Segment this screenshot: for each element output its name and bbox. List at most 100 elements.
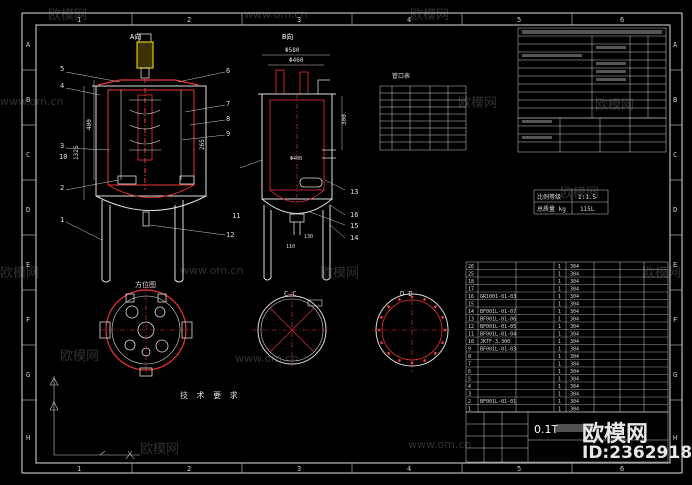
svg-text:B: B	[26, 96, 30, 104]
parts-number: 15	[468, 302, 474, 308]
parts-material: 304	[570, 279, 579, 285]
parts-material: 304	[570, 347, 579, 353]
scale-label-1: 总质量 kg	[537, 205, 566, 213]
callout: 3	[60, 142, 64, 150]
parts-material: 304	[570, 407, 579, 413]
parts-qty: 1	[558, 317, 561, 323]
parts-qty: 1	[558, 309, 561, 315]
column-labels-bottom: 1 2 3 4 5 6	[77, 465, 624, 473]
parts-qty: 1	[558, 279, 561, 285]
parts-number: 2	[468, 399, 471, 405]
parts-material: 304	[570, 294, 579, 300]
parts-material: 304	[570, 369, 579, 375]
watermark-brand: 欧模网	[410, 8, 450, 23]
watermark-site: www.om.cn	[408, 438, 472, 451]
parts-number: 25	[468, 272, 474, 278]
parts-qty: 1	[558, 384, 561, 390]
svg-text:1: 1	[77, 465, 81, 473]
dim-130: 130	[304, 234, 313, 240]
parts-material: 304	[570, 264, 579, 270]
watermark-site: www.om.cn	[0, 95, 64, 108]
callout: 15	[350, 222, 358, 230]
callout: 5	[60, 65, 64, 73]
bolt-hole	[410, 361, 414, 365]
bolt-hole	[433, 305, 437, 309]
parts-qty: 1	[558, 332, 561, 338]
parts-qty: 1	[558, 324, 561, 330]
parts-number: 5	[468, 377, 471, 383]
watermark-brand: 欧模网	[0, 266, 40, 281]
watermark-brand: 欧模网	[140, 442, 180, 457]
dim-265: 265	[199, 139, 206, 150]
watermark-brand: 欧模网	[642, 266, 682, 281]
column-markers	[131, 13, 573, 473]
design-data-fill	[522, 30, 662, 139]
nozzle-table-title: 管口表	[392, 72, 410, 80]
scale-value-0: 1:1.5	[578, 194, 596, 201]
section-d-bolt-holes	[377, 295, 447, 365]
section-c-c: C—C	[252, 290, 332, 368]
column-labels-top: 1 2 3 4 5 6	[77, 16, 624, 24]
parts-qty: 1	[558, 369, 561, 375]
svg-text:B: B	[673, 96, 677, 104]
parts-number: 6	[468, 369, 471, 375]
front-view-tank: A向 1325 400	[59, 32, 234, 283]
parts-material: 304	[570, 377, 579, 383]
parts-qty: 1	[558, 294, 561, 300]
callout: 9	[226, 130, 230, 138]
parts-number: 3	[468, 392, 471, 398]
dim-400: 400	[86, 119, 93, 130]
dim-height: 1325	[73, 145, 80, 160]
plan-label: 方位图	[135, 280, 156, 289]
parts-material: 304	[570, 392, 579, 398]
callout: 8	[226, 115, 230, 123]
bolt-hole	[433, 351, 437, 355]
callout: 1	[60, 216, 64, 224]
design-data-table	[517, 27, 667, 153]
parts-qty: 1	[558, 399, 561, 405]
svg-text:6: 6	[620, 465, 624, 473]
dim-inner-dia: Φ400	[290, 156, 302, 162]
col-label: 4	[407, 16, 411, 24]
parts-number: 26	[468, 264, 474, 270]
svg-text:D: D	[26, 206, 30, 214]
watermark-brand: 欧模网	[320, 266, 360, 281]
bolt-hole	[387, 351, 391, 355]
svg-text:F: F	[26, 316, 30, 324]
parts-number: 7	[468, 362, 471, 368]
view-label-b: B向	[282, 32, 293, 41]
scale-value-1: 115L	[580, 206, 595, 213]
svg-text:F: F	[673, 316, 677, 324]
parts-qty: 1	[558, 362, 561, 368]
bolt-hole	[397, 298, 401, 301]
watermark-site: www.om.cn	[235, 352, 299, 365]
callout: 6	[226, 67, 230, 75]
title-block	[465, 411, 669, 463]
svg-text:E: E	[26, 261, 30, 269]
inner-frame	[35, 24, 671, 464]
dim-top-width: Φ580	[285, 47, 300, 54]
watermark-brand: 欧模网	[560, 186, 600, 201]
parts-qty: 1	[558, 272, 561, 278]
section-d-d: D—D	[372, 290, 452, 372]
dim-110: 110	[286, 244, 295, 250]
svg-text:A: A	[673, 41, 678, 49]
watermark-site: www.om.cn	[180, 264, 244, 277]
svg-text:D: D	[673, 206, 677, 214]
svg-text:4: 4	[407, 465, 411, 473]
parts-qty: 1	[558, 347, 561, 353]
dim-inner-width: Φ460	[289, 57, 304, 64]
callout: 16	[350, 211, 358, 219]
parts-code: BF001L-01-03	[480, 347, 516, 353]
col-label: 3	[297, 16, 301, 24]
parts-qty: 1	[558, 377, 561, 383]
parts-qty: 1	[558, 339, 561, 345]
parts-material: 304	[570, 399, 579, 405]
col-label: 1	[77, 16, 81, 24]
svg-text:H: H	[673, 434, 677, 442]
row-labels: A B C D E F G H A B C D E F G H	[26, 41, 678, 442]
parts-number: 16	[468, 294, 474, 300]
datum-marks	[49, 376, 140, 460]
